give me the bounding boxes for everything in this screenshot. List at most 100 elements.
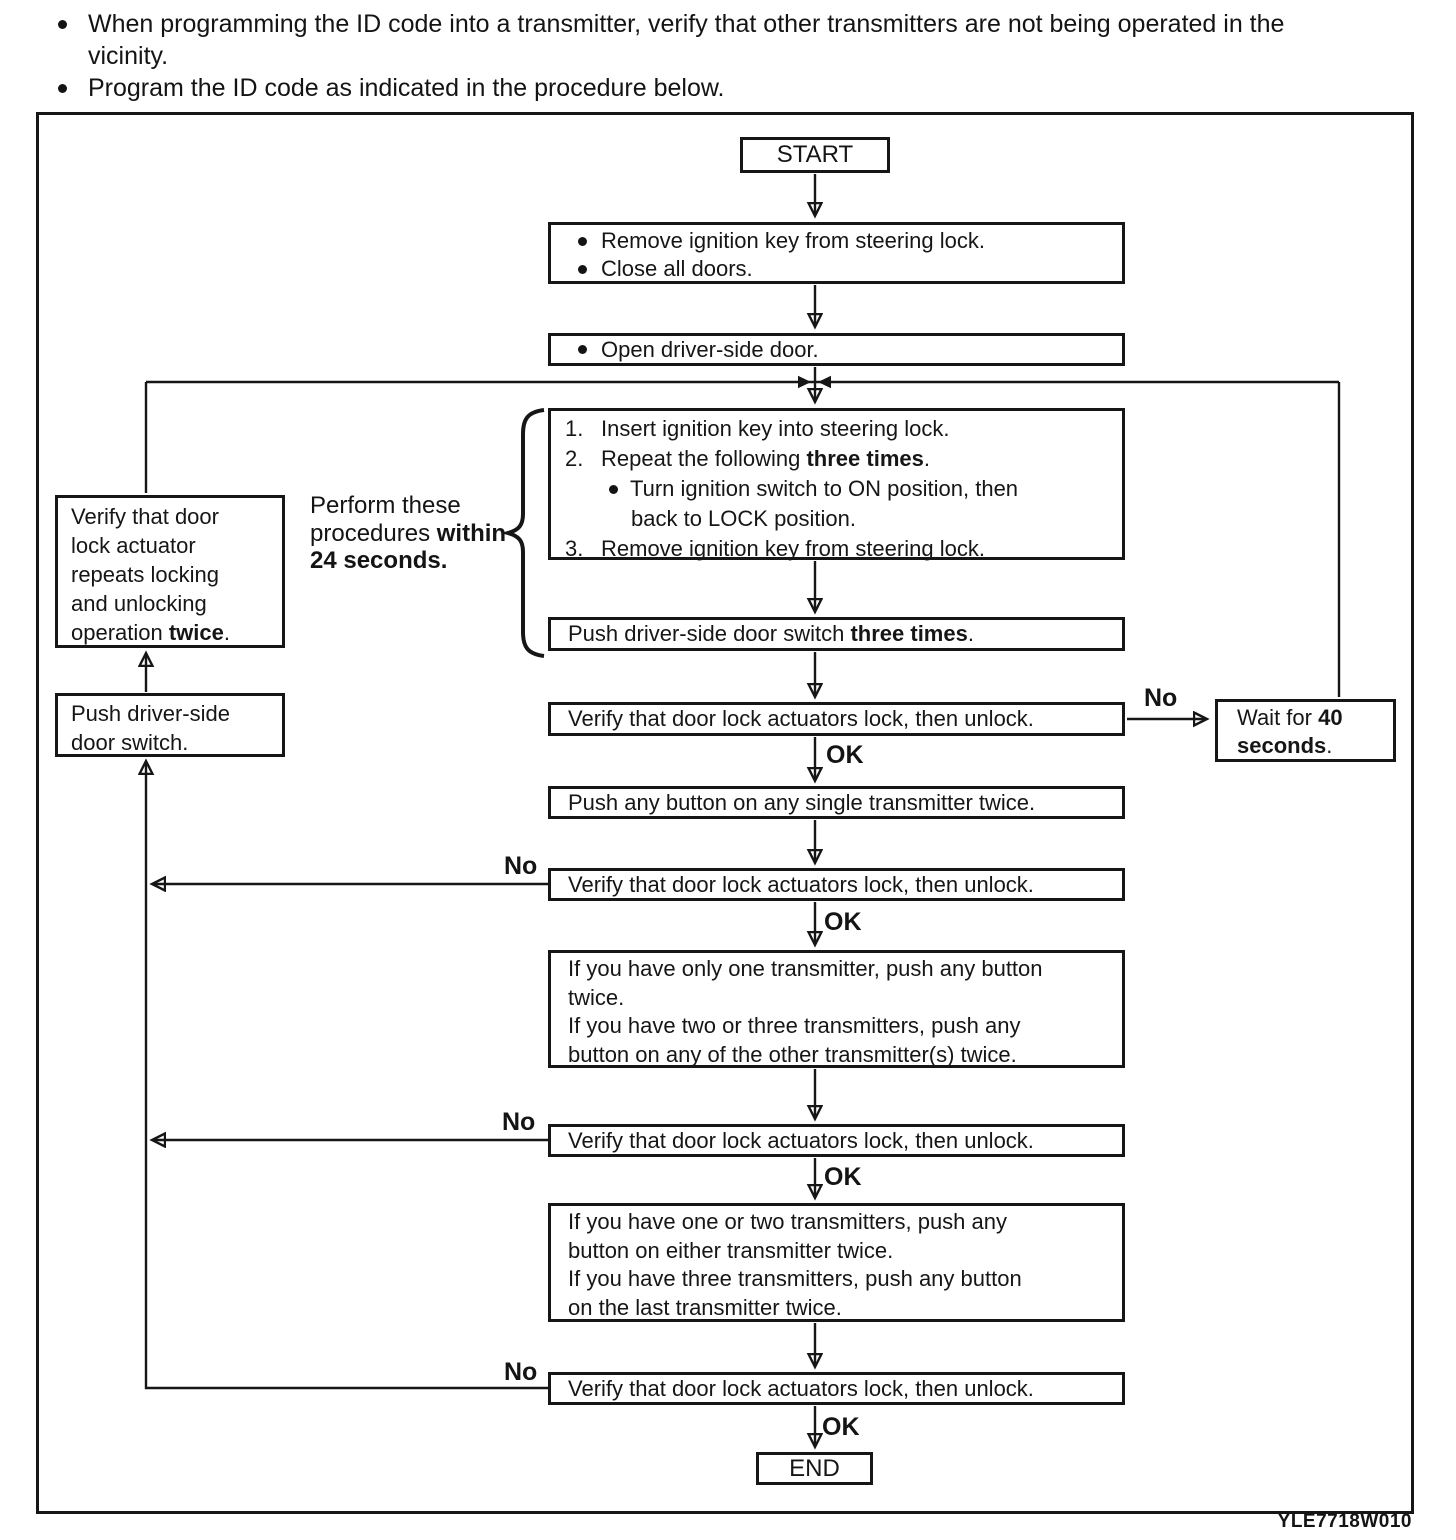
box-wait-40-seconds: Wait for 40 seconds. [1215, 699, 1396, 762]
box-open-door: Open driver-side door. [548, 333, 1125, 366]
box-line: button on any of the other transmitter(s… [551, 1041, 1122, 1070]
box-text: button on either transmitter twice. [568, 1237, 894, 1263]
box-text: Repeat the following three times. [601, 446, 930, 471]
list-number: 2. [565, 446, 584, 471]
box-text: If you have two or three transmitters, p… [568, 1013, 1021, 1038]
annotation-text: Perform these [310, 492, 461, 519]
bullet-icon [578, 264, 587, 274]
no-label-3: No [502, 1108, 536, 1136]
box-verify-lock-unlock-1: Verify that door lock actuators lock, th… [548, 702, 1125, 736]
box-line: repeats locking [58, 560, 282, 589]
box-line: operation twice. [58, 618, 282, 647]
box-push-any-single: Push any button on any single transmitte… [548, 786, 1125, 819]
bullet-icon [58, 84, 67, 93]
box-verify-lock-unlock-4: Verify that door lock actuators lock, th… [548, 1372, 1125, 1405]
bullet-icon [578, 236, 587, 246]
box-line: If you have three transmitters, push any… [551, 1265, 1122, 1294]
box-text: If you have three transmitters, push any… [568, 1266, 1022, 1291]
bullet-icon [58, 20, 67, 29]
list-number: 3. [565, 536, 584, 561]
note-text: When programming the ID code into a tran… [88, 10, 1285, 38]
box-prepare: Remove ignition key from steering lock. … [548, 222, 1125, 284]
box-line: Wait for 40 [1218, 704, 1393, 732]
figure-code: YLE7718W010 [1277, 1511, 1412, 1532]
no-label-1: No [1144, 684, 1178, 712]
box-text: Turn ignition switch to ON position, the… [630, 476, 1019, 501]
box-text: door switch. [71, 730, 189, 755]
note-text: Program the ID code as indicated in the … [88, 74, 725, 102]
box-line: 1. Insert ignition key into steering loc… [551, 414, 1122, 444]
box-text: back to LOCK position. [631, 506, 857, 531]
box-text: operation twice. [71, 620, 231, 645]
box-line: If you have one or two transmitters, pus… [551, 1208, 1122, 1237]
box-text: If you have one or two transmitters, pus… [568, 1209, 1008, 1234]
annotation-text: 24 seconds. [310, 547, 448, 574]
ok-label-2: OK [824, 908, 862, 936]
end-terminal: END [756, 1452, 873, 1485]
box-text: twice. [568, 984, 625, 1010]
box-text: If you have only one transmitter, push a… [568, 956, 1043, 981]
box-line: on the last transmitter twice. [551, 1294, 1122, 1323]
box-text: button on any of the other transmitter(s… [568, 1041, 1017, 1067]
box-two-transmitters: If you have one or two transmitters, pus… [548, 1203, 1125, 1322]
box-line: Push driver-side [58, 699, 282, 728]
box-line: button on either transmitter twice. [551, 1237, 1122, 1266]
ok-label-1: OK [826, 741, 864, 769]
box-text: Remove ignition key from steering lock. [601, 228, 985, 253]
box-text: Remove ignition key from steering lock. [601, 536, 985, 561]
brace-icon [500, 408, 545, 658]
box-line: back to LOCK position. [551, 504, 1122, 534]
start-label: START [776, 141, 854, 168]
box-line: lock actuator [58, 531, 282, 560]
box-line: Verify that door [58, 502, 282, 531]
box-text: lock actuator [71, 533, 196, 558]
box-line: Close all doors. [551, 255, 1122, 283]
arrowhead-icon [798, 375, 811, 389]
feedback-loop-lines [146, 375, 1341, 1390]
start-terminal: START [740, 137, 890, 173]
box-push-switch-three-times: Push driver-side door switch three times… [548, 617, 1125, 651]
box-line: If you have two or three transmitters, p… [551, 1012, 1122, 1041]
box-text: Wait for 40 [1237, 705, 1343, 730]
box-line: Turn ignition switch to ON position, the… [551, 474, 1122, 504]
box-text: repeats locking [71, 562, 219, 587]
brace-annotation: Perform these procedures within 24 secon… [310, 492, 520, 575]
box-line: door switch. [58, 728, 282, 757]
annotation-text: procedures within [310, 519, 507, 547]
bullet-icon [578, 345, 587, 354]
box-one-transmitter: If you have only one transmitter, push a… [548, 950, 1125, 1068]
flowchart-frame [36, 112, 1414, 1514]
box-text: Push any button on any single transmitte… [568, 789, 1036, 815]
box-text: Verify that door lock actuators lock, th… [568, 706, 1034, 731]
box-key-cycle: 1. Insert ignition key into steering loc… [548, 408, 1125, 561]
annotation-line: Perform these [310, 492, 520, 520]
box-line: twice. [551, 984, 1122, 1013]
list-number: 1. [565, 416, 584, 441]
box-text: Push driver-side [71, 701, 230, 726]
box-line: and unlocking [58, 589, 282, 618]
end-label: END [789, 1454, 840, 1482]
arrowhead-icon [818, 375, 831, 389]
box-line: 2. Repeat the following three times. [551, 444, 1122, 474]
ok-label-3: OK [824, 1163, 862, 1191]
ok-label-4: OK [822, 1413, 860, 1441]
annotation-line: procedures within [310, 520, 520, 548]
box-text: Insert ignition key into steering lock. [601, 416, 950, 441]
annotation-line: 24 seconds. [310, 547, 520, 575]
box-left-push-switch: Push driver-side door switch. [55, 693, 285, 757]
box-line: seconds. [1218, 732, 1393, 760]
box-text: Verify that door [71, 504, 219, 529]
no-label-2: No [504, 852, 538, 880]
box-text: on the last transmitter twice. [568, 1294, 842, 1320]
no-label-4: No [504, 1358, 538, 1386]
box-line: Remove ignition key from steering lock. [551, 227, 1122, 255]
no-branch-verify4-line [146, 762, 548, 1390]
box-left-verify-actuator: Verify that door lock actuator repeats l… [55, 495, 285, 648]
box-text: seconds. [1237, 733, 1333, 758]
box-verify-lock-unlock-2: Verify that door lock actuators lock, th… [548, 868, 1125, 901]
box-text: Verify that door lock actuators lock, th… [568, 1127, 1034, 1153]
box-text: Open driver-side door. [601, 336, 819, 362]
note-text: vicinity. [88, 42, 169, 70]
